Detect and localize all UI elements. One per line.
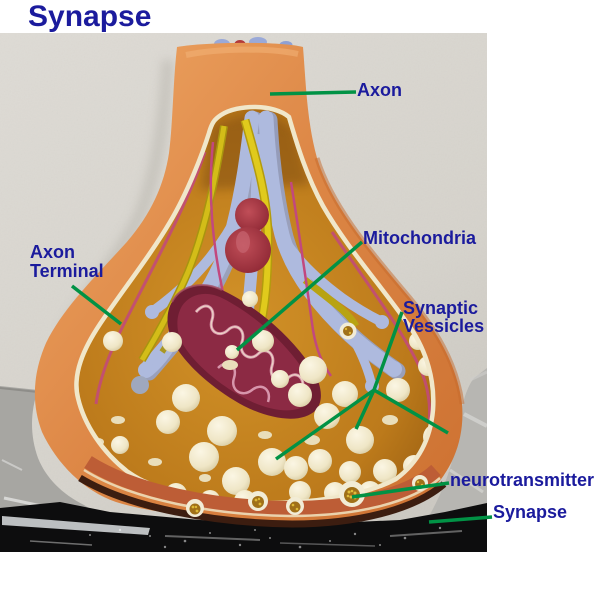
red-vesicle-body: [225, 198, 271, 273]
shell-top-highlight: [185, 46, 299, 58]
label-axon: Axon: [357, 80, 402, 100]
label-synaptic-vessicles: Synaptic Vessicles: [403, 299, 484, 335]
label-synapse: Synapse: [493, 502, 568, 522]
page-title: Synapse: [28, 0, 152, 33]
shell-right-shade: [314, 157, 465, 405]
fusion-sites: [103, 322, 428, 517]
table-black-band: [0, 502, 487, 552]
synaptic-vessicles-leader-lines: [274, 311, 449, 461]
axon-terminal-leader-line: [70, 284, 123, 326]
label-mitochondria: Mitochondria: [363, 228, 476, 248]
mitochondria-leader-line: [235, 240, 364, 352]
synapse-leader-line: [428, 515, 493, 524]
table-surface-right: [428, 368, 487, 542]
label-axon-terminal-line2: Terminal: [30, 261, 104, 281]
label-synaptic-vessicles-line2: Vessicles: [403, 316, 485, 336]
label-synaptic-vessicles-line1: Synaptic: [403, 298, 479, 318]
label-axon-terminal: Axon Terminal: [30, 243, 104, 281]
leader-lines: [70, 90, 493, 524]
neurotransmitter-leader-line: [351, 481, 450, 499]
axon-leader-line: [269, 90, 357, 96]
label-axon-terminal-line1: Axon: [30, 242, 75, 262]
label-neurotransmitter: neurotransmitter: [450, 470, 595, 490]
